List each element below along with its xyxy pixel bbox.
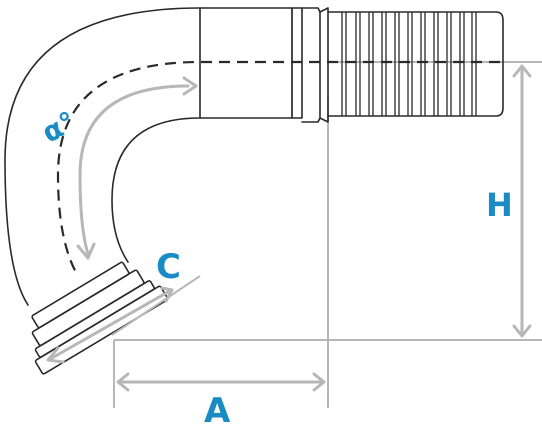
collar-width-dimension [46,275,201,364]
centerline [56,60,500,277]
flange-end [31,261,169,375]
straight-sleeve [199,7,303,119]
barbed-tail [327,11,504,117]
collar-label: C [156,247,181,287]
height-label: H [486,186,513,224]
angle-dimension [76,76,198,260]
height-dimension [512,64,532,338]
offset-label: A [204,391,231,425]
collar [301,7,329,123]
offset-dimension [116,372,326,392]
elbow-tube [4,7,201,306]
